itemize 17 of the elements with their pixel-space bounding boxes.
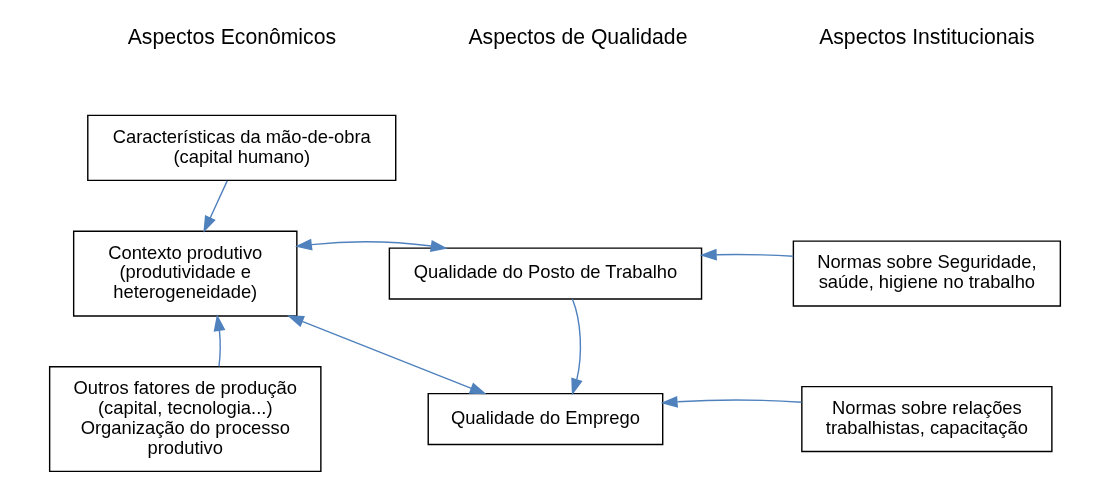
node-box: Normas sobre relações trabalhistas, capacitação [800,385,1053,453]
arrow [660,395,802,408]
node-box: Qualidade do Posto de Trabalho [388,247,702,300]
node-box: Normas sobre Seguridade, saúde, higiene no trabalho [792,240,1061,307]
label: Aspectos Econômicos [127,25,336,49]
label: Aspectos de Qualidade [467,25,687,49]
arrow [213,314,225,368]
node-box: Contexto produtivo (produtividade e heterogeneidade) [72,230,298,317]
arrow [202,180,228,233]
arrow [294,238,448,252]
node-box: Qualidade do Emprego [427,392,663,446]
arrow [699,248,794,261]
arrow [570,298,583,396]
arrow [286,315,487,395]
node-box: Características da mão-de-obra (capital humano) [86,114,396,182]
label: Aspectos Institucionais [818,25,1035,49]
node-box: Outros fatores de produção (capital, tecnologia...) Organização do processo produtivo [48,366,322,473]
